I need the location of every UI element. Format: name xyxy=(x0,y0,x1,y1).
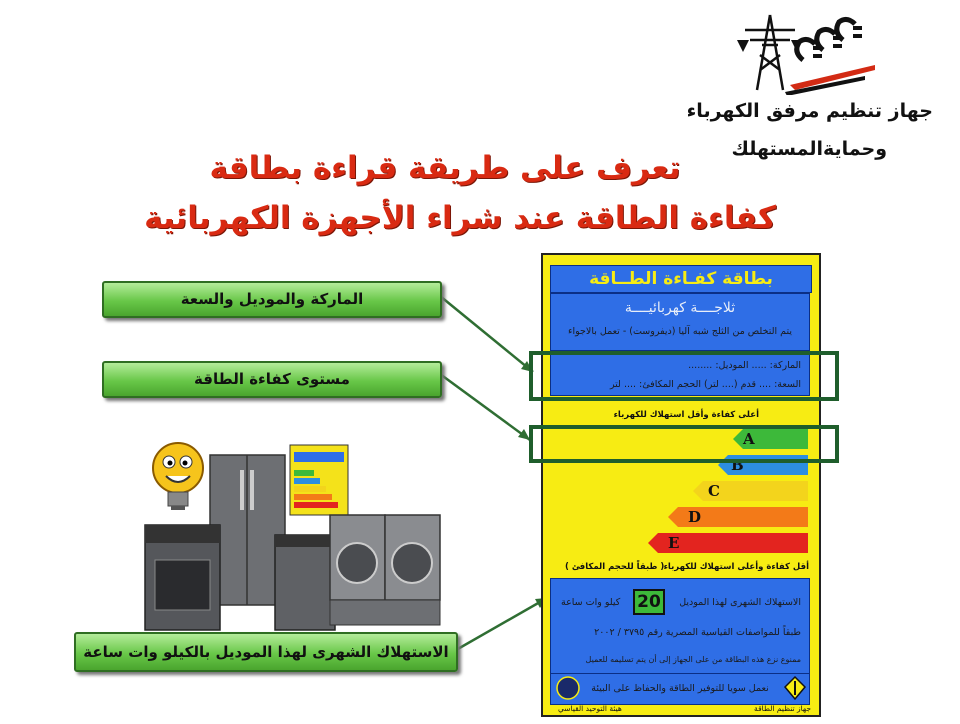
label-consumption-value: 20 xyxy=(633,589,665,615)
label-bottom-caption: أقل كفاءة وأعلى استهلاك للكهرباء xyxy=(663,562,809,572)
label-slogan: نعمل سويا للتوفير الطاقة والحفاظ على الب… xyxy=(591,683,769,694)
energy-regulator-emblem-icon xyxy=(783,675,807,701)
headline-line1: تعرف على طريقة قراءة بطاقة xyxy=(209,150,681,186)
label-brand-box: الماركة: ..... الموديل: ........ السعة: … xyxy=(550,352,810,396)
standards-authority-emblem-icon xyxy=(556,676,580,700)
electricity-regulator-logo xyxy=(735,10,885,96)
label-capacity-row: السعة: .... قدم (.... لتر) الحجم المكافئ… xyxy=(609,379,801,390)
org-name-line1: جهاز تنظيم مرفق الكهرباء xyxy=(686,100,933,122)
class-letter-a: A xyxy=(743,430,755,448)
label-brand-row: الماركة: ..... الموديل: ........ xyxy=(688,360,801,371)
class-bar-a xyxy=(733,429,808,449)
label-footer-right: جهاز تنظيم الطاقة xyxy=(754,704,811,713)
label-consumption-box: الاستهلاك الشهرى لهذا الموديل 20 كيلو وا… xyxy=(550,578,810,675)
energy-efficiency-label: بطاقة كفـاءة الطــاقة ثلاجــــة كهربائيـ… xyxy=(541,253,821,717)
callout-monthly-consumption: الاستهلاك الشهرى لهذا الموديل بالكيلو وا… xyxy=(74,632,458,672)
label-standard-text: طبقاً للمواصفات القياسية المصرية رقم ٣٧٩… xyxy=(594,627,801,638)
label-appliance-type: ثلاجــــة كهربائيــــة xyxy=(624,300,736,316)
class-letter-c: C xyxy=(708,482,720,500)
label-title: بطاقة كفـاءة الطــاقة xyxy=(550,265,812,293)
lightbulb-mascot-icon xyxy=(152,442,204,510)
label-top-caption: أعلى كفاءة وأقل استهلاك للكهرباء xyxy=(613,410,759,420)
headline-line2: كفاءة الطاقة عند شراء الأجهزة الكهربائية xyxy=(144,200,776,236)
appliances-illustration xyxy=(144,444,441,631)
class-bar-e xyxy=(648,533,808,553)
callout-brand-model-capacity: الماركة والموديل والسعة xyxy=(102,281,442,318)
label-warning-text: ممنوع نزع هذه البطاقة من على الجهاز إلى … xyxy=(585,655,801,664)
label-defrost-note: يتم التخلص من الثلج شبه آليا (ديفروست) -… xyxy=(568,326,792,337)
label-slogan-box: نعمل سويا للتوفير الطاقة والحفاظ على الب… xyxy=(550,673,810,705)
label-appliance-box: ثلاجــــة كهربائيــــة يتم التخلص من الث… xyxy=(550,293,810,351)
class-bar-d xyxy=(668,507,808,527)
label-equivalent-note: ( طبقاً للحجم المكافئ ) xyxy=(565,562,665,572)
class-letter-e: E xyxy=(668,534,680,552)
class-bar-c xyxy=(693,481,808,501)
label-consumption-unit: كيلو وات ساعة xyxy=(561,597,621,608)
org-name-line2: وحمايةالمستهلك xyxy=(731,138,888,160)
callout-efficiency-level: مستوى كفاءة الطاقة xyxy=(102,361,442,398)
highlight-brand-frame xyxy=(529,351,839,401)
class-letter-d: D xyxy=(688,508,702,526)
label-consumption-text: الاستهلاك الشهرى لهذا الموديل xyxy=(679,597,801,608)
label-footer-left: هيئة التوحيد القياسي xyxy=(558,704,622,713)
highlight-efficiency-frame xyxy=(529,425,839,463)
